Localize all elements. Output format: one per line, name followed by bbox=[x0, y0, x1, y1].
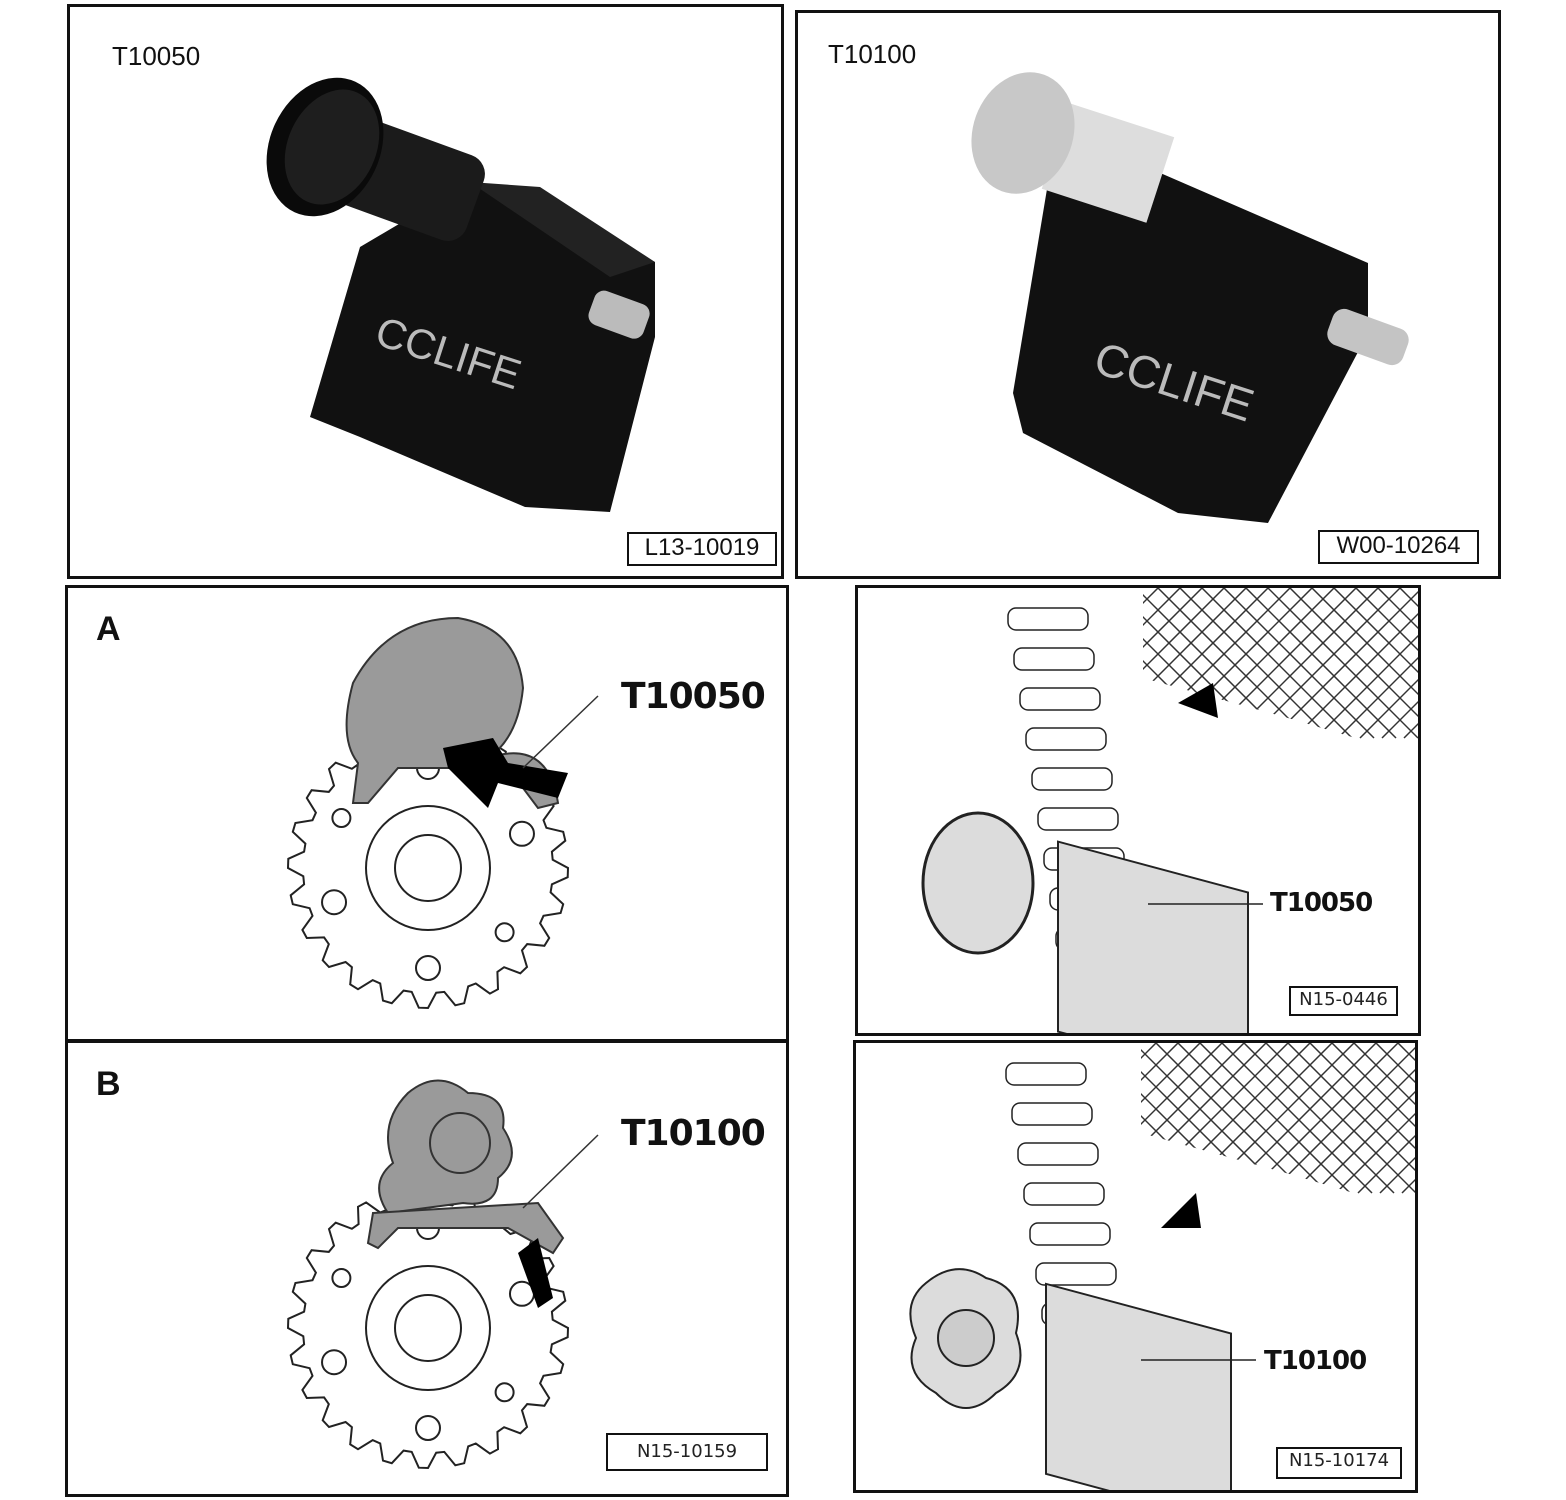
part-code: N15-10174 bbox=[1276, 1447, 1402, 1479]
belt-tooth bbox=[1035, 1262, 1117, 1286]
bolt-hole bbox=[494, 1382, 515, 1403]
tool-photo-t10050: CCLIFE bbox=[266, 77, 655, 512]
timing-belt-hatch bbox=[1141, 1043, 1415, 1194]
photo-panel-t10100: CCLIFE T10100 W00-10264 bbox=[795, 10, 1501, 579]
tool-photo-t10100: CCLIFE bbox=[971, 72, 1409, 523]
belt-tooth bbox=[1011, 1102, 1093, 1126]
tool-body bbox=[1057, 840, 1249, 1033]
part-code: L13-10019 bbox=[627, 532, 777, 566]
belt-tooth bbox=[1019, 687, 1101, 711]
part-code: N15-10159 bbox=[606, 1433, 768, 1471]
tool-body bbox=[1045, 1282, 1232, 1490]
bolt-hole bbox=[494, 922, 515, 943]
sprocket-diagram bbox=[286, 616, 599, 1010]
belt-tooth bbox=[1031, 767, 1113, 791]
engine-illustration bbox=[909, 1043, 1415, 1490]
photo-panel-t10050: CCLIFE T10050 L13-10019 bbox=[67, 4, 784, 579]
hub-inner bbox=[394, 834, 462, 902]
sprocket-diagram bbox=[286, 1079, 599, 1470]
tool-callout: T10100 bbox=[1264, 1346, 1367, 1376]
belt-tooth bbox=[1017, 1142, 1099, 1166]
bolt-hole bbox=[321, 889, 348, 916]
arrow-icon bbox=[518, 1238, 553, 1308]
timing-belt-hatch bbox=[1143, 588, 1418, 739]
belt-tooth bbox=[1029, 1222, 1111, 1246]
bolt-hole bbox=[415, 1415, 441, 1441]
bolt-hole bbox=[508, 820, 535, 847]
belt-tooth bbox=[1037, 807, 1119, 831]
part-code: N15-0446 bbox=[1289, 986, 1398, 1016]
arrow-icon bbox=[1178, 683, 1218, 718]
view-letter: A bbox=[96, 610, 121, 648]
knurled-knob bbox=[921, 811, 1035, 955]
belt-tooth bbox=[1013, 647, 1095, 671]
belt-tooth bbox=[1005, 1062, 1087, 1086]
tool-callout: T10050 bbox=[621, 676, 766, 717]
hub-outer bbox=[365, 805, 491, 931]
bolt-hole bbox=[331, 1268, 352, 1288]
diagram-panel-a: A T10050 bbox=[65, 585, 789, 1042]
belt-tooth bbox=[1023, 1182, 1105, 1206]
hub-inner bbox=[394, 1294, 462, 1362]
tool-callout: T10050 bbox=[1270, 888, 1373, 918]
belt-tooth bbox=[1025, 727, 1107, 751]
engine-illustration bbox=[921, 588, 1418, 1033]
diagram-panel-b: B T10100 N15-10159 bbox=[65, 1040, 789, 1497]
bolt-hole bbox=[331, 808, 352, 828]
engine-view-t10050: T10050 N15-0446 bbox=[855, 585, 1421, 1036]
belt-tooth bbox=[1007, 607, 1089, 631]
arrow-icon bbox=[443, 738, 568, 808]
locking-tool-shape bbox=[378, 1079, 513, 1215]
bolt-hole bbox=[321, 1349, 348, 1376]
hub-outer bbox=[365, 1265, 491, 1391]
tool-label: T10050 bbox=[112, 41, 201, 71]
bolt-hole bbox=[415, 955, 441, 981]
view-letter: B bbox=[96, 1065, 121, 1103]
arrow-icon bbox=[1161, 1193, 1201, 1228]
part-code: W00-10264 bbox=[1318, 530, 1479, 564]
engine-view-t10100: T10100 N15-10174 bbox=[853, 1040, 1418, 1493]
tool-callout: T10100 bbox=[621, 1113, 766, 1154]
tool-label: T10100 bbox=[828, 39, 917, 69]
